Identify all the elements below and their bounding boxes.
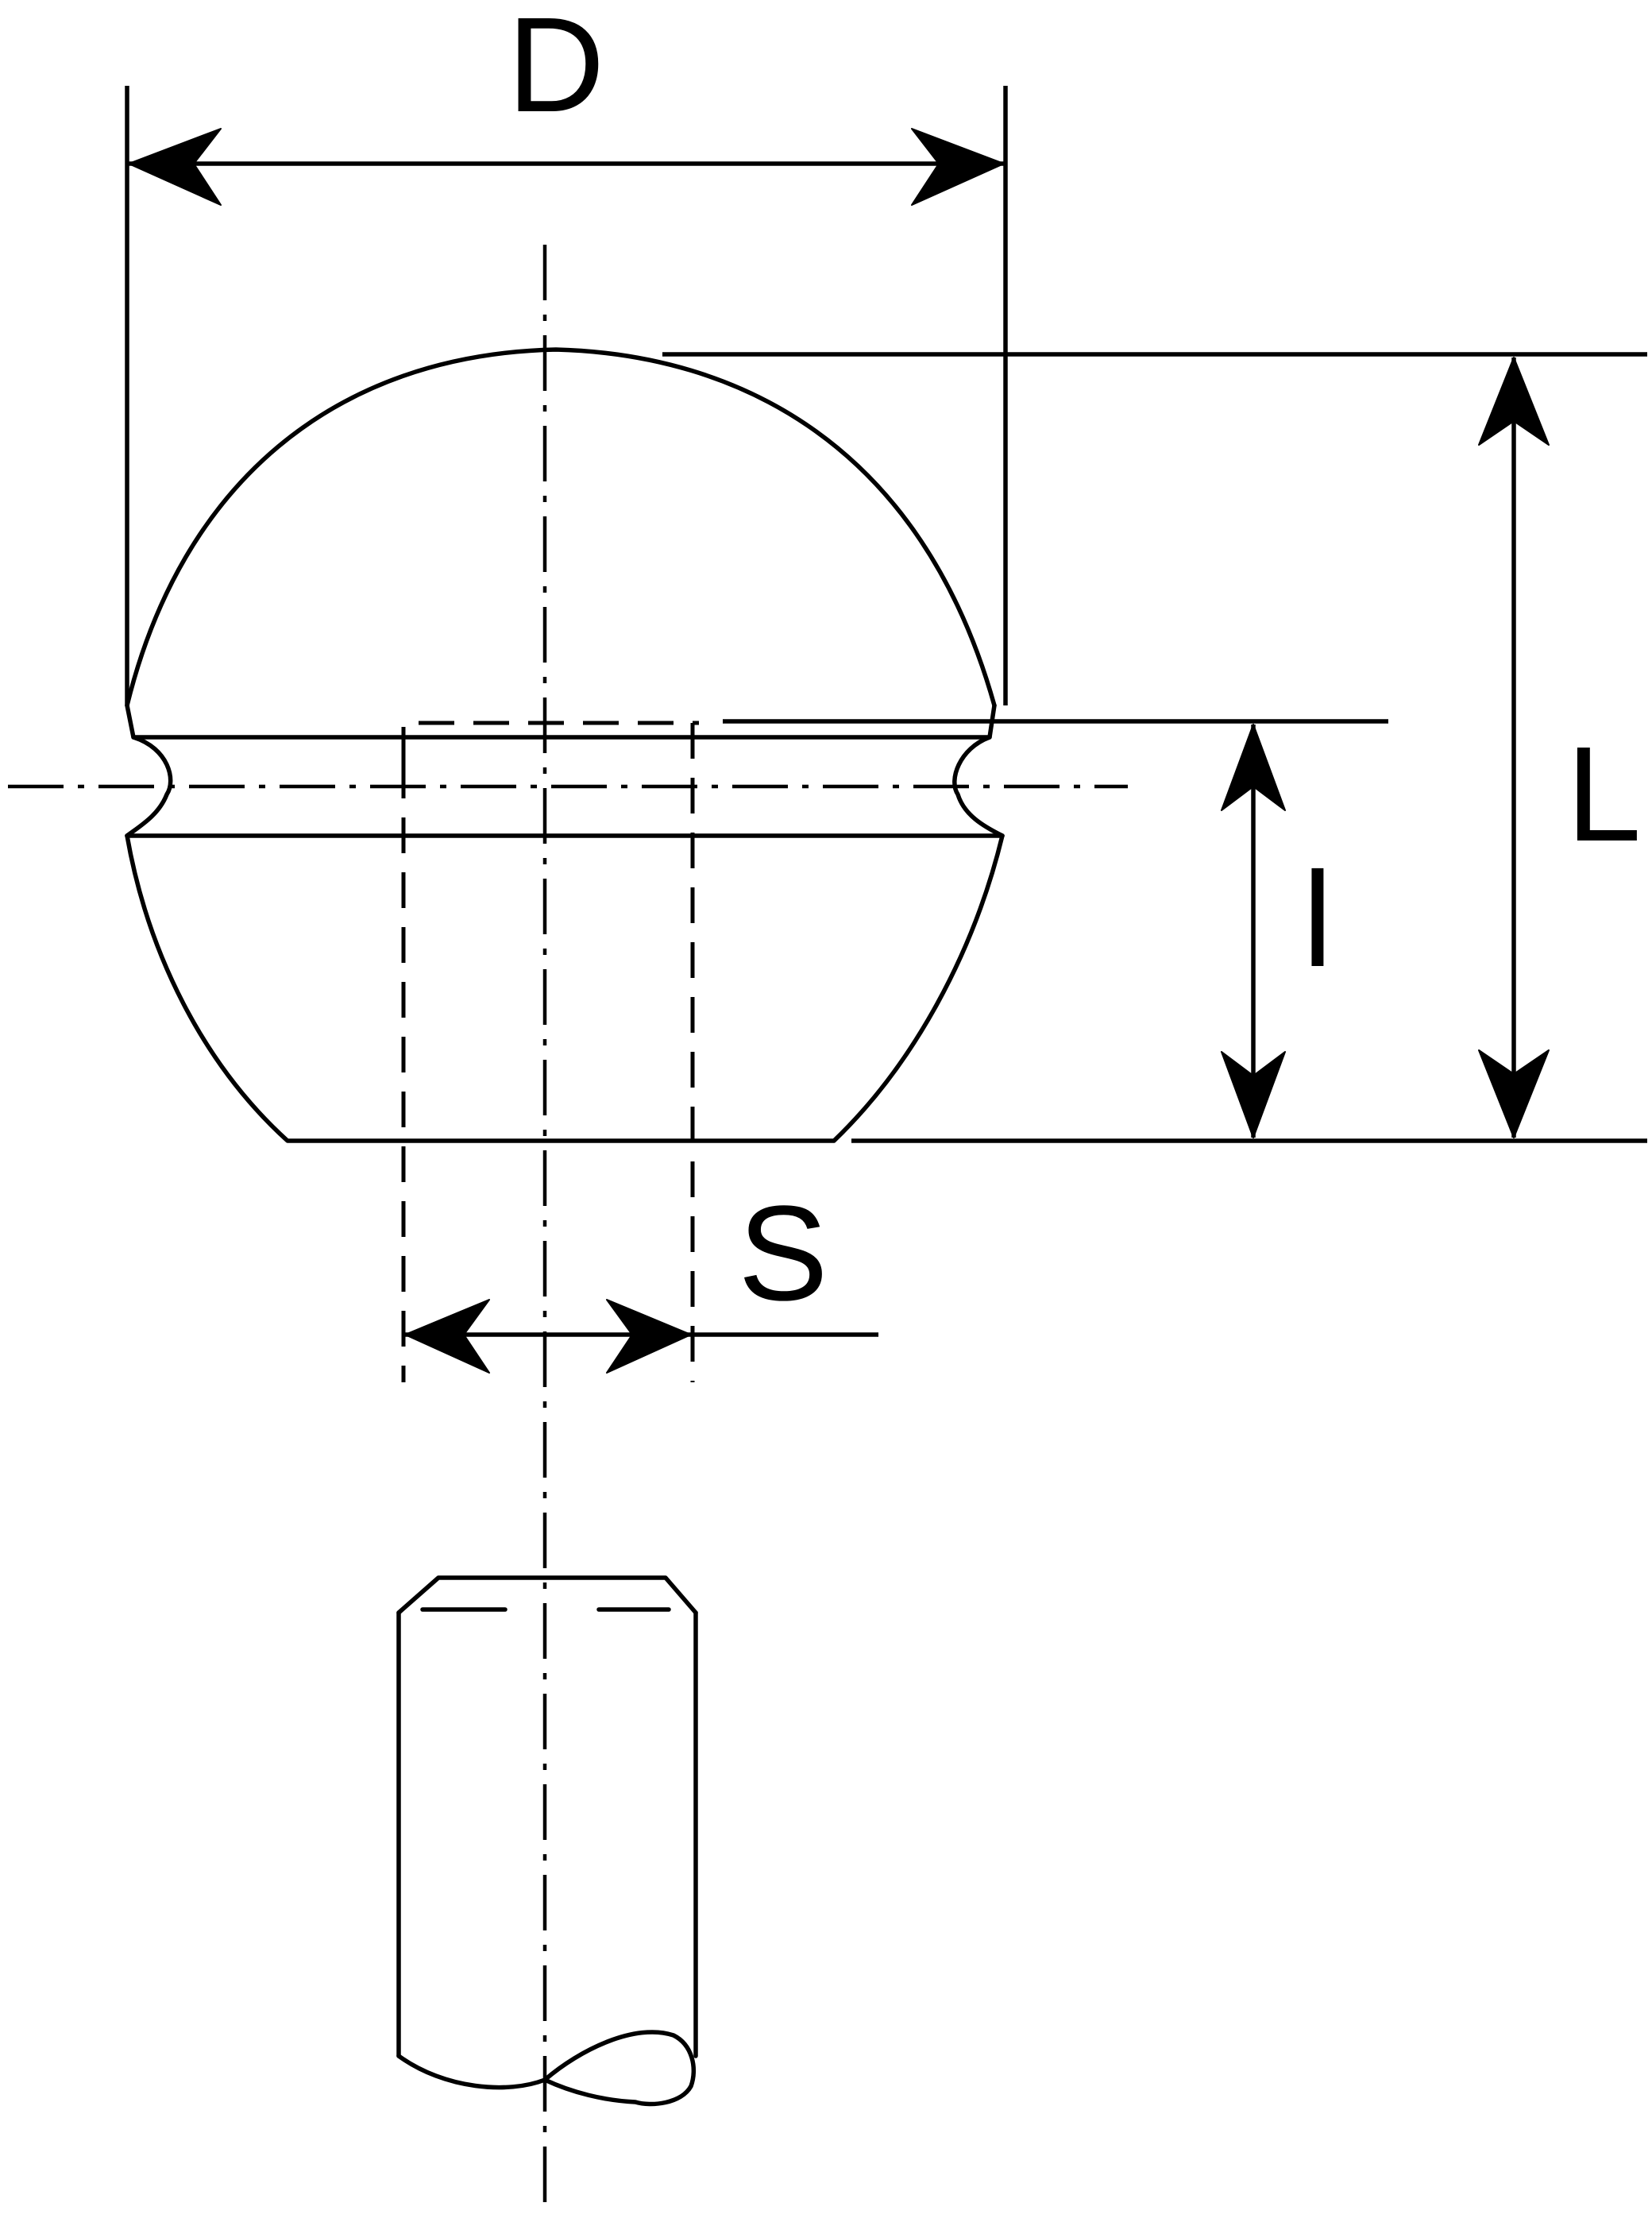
shaft-break-mark (396, 2030, 696, 2107)
bore-top-hidden-line (401, 721, 699, 763)
dimension-l-depth: l (723, 719, 1388, 1138)
arrowhead-s-left (404, 1299, 490, 1374)
arrowhead-depth-bottom (1221, 1051, 1286, 1138)
dimension-s: S (404, 1178, 878, 1374)
dimension-d: D (125, 0, 1008, 705)
arrowhead-l-top (1478, 357, 1550, 446)
arrowhead-s-right (606, 1299, 692, 1374)
knob-upper-cap (125, 347, 997, 708)
dimension-label-s: S (738, 1178, 828, 1329)
arrowhead-l-bottom (1478, 1049, 1550, 1138)
dimension-label-depth: l (1303, 844, 1333, 995)
knob-lower-body (125, 833, 1005, 1143)
shaft-chamfer-top (396, 1575, 698, 1615)
hidden-bore (401, 721, 699, 1382)
dimension-label-d: D (508, 0, 605, 141)
knob-right-groove (952, 703, 1005, 838)
arrowhead-d-left (128, 128, 222, 206)
arrowhead-depth-top (1221, 724, 1286, 811)
dimension-l-total: L (662, 352, 1647, 1143)
knob-outline (125, 347, 1005, 1143)
arrowhead-d-right (911, 128, 1005, 206)
shaft (396, 1575, 698, 2107)
knob-left-groove (125, 703, 173, 838)
dimension-label-l: L (1566, 719, 1642, 870)
